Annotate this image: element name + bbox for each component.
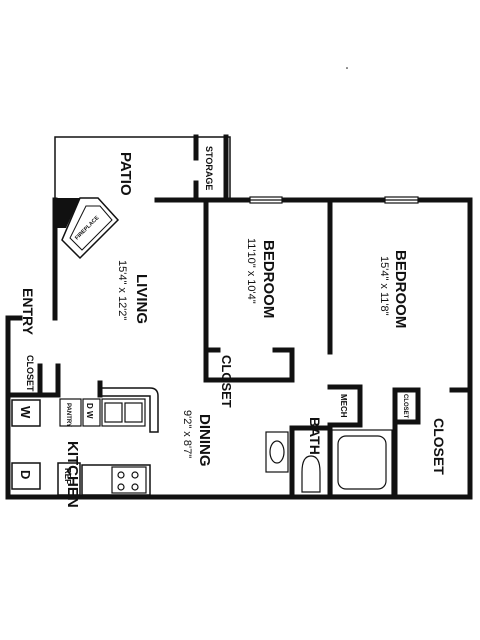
- entry-label: ENTRY: [20, 288, 36, 336]
- dishwasher-label: D W: [85, 403, 94, 419]
- dryer-label: D: [18, 470, 33, 479]
- toilet: [301, 455, 321, 493]
- pantry: [59, 398, 82, 427]
- bath-label: BATH: [307, 417, 323, 455]
- patio-label: PATIO: [117, 152, 134, 196]
- kitchen-label: KITCHEN: [64, 441, 81, 508]
- main-closet-label: CLOSET: [431, 418, 447, 475]
- walls: [5, 134, 473, 500]
- kitchen-counter: [81, 387, 159, 496]
- patio-outline: [54, 136, 231, 198]
- bedroom-2-dims: 15'4" x 11'8": [378, 256, 390, 316]
- dining-label: DINING: [196, 414, 213, 467]
- dishwasher: [82, 398, 101, 427]
- storage-label: STORAGE: [204, 146, 214, 190]
- speck: [346, 67, 348, 69]
- refrigerator: [57, 462, 81, 496]
- living-dims: 15'4" x 12'2": [116, 260, 128, 320]
- bedroom-2-label: BEDROOM: [392, 250, 409, 328]
- entry-closet-label: CLOSET: [25, 355, 35, 392]
- kitchen-sink: [101, 398, 146, 427]
- window-bedroom-2: [384, 196, 419, 204]
- bath-vanity: [265, 431, 289, 473]
- washer: [11, 399, 41, 427]
- bedroom-1-closet-label: CLOSET: [219, 355, 234, 408]
- bathtub: [331, 429, 393, 496]
- window-bedroom-1: [249, 196, 283, 204]
- washer-label: W: [18, 406, 33, 419]
- bedroom-1-label: BEDROOM: [260, 240, 277, 318]
- small-closet-label: CLOSET: [402, 394, 408, 419]
- dining-dims: 9'2" x 8'7": [181, 410, 193, 458]
- mech-label: MECH: [339, 394, 348, 418]
- living-label: LIVING: [133, 274, 150, 324]
- stove: [111, 466, 147, 494]
- bedroom-1-dims: 11'10" x 10'4": [245, 238, 257, 304]
- refrigerator-label: REF: [63, 468, 72, 484]
- dryer: [11, 462, 41, 490]
- fireplace: [57, 197, 120, 260]
- pantry-label: PANTRY: [65, 403, 71, 427]
